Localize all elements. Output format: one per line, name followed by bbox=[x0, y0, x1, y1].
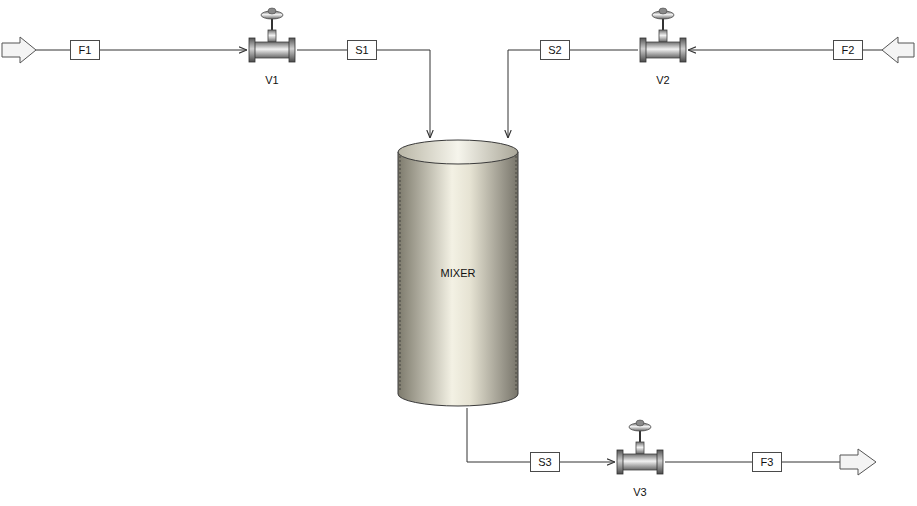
product-arrow bbox=[840, 449, 876, 475]
unit-label: MIXER bbox=[441, 267, 476, 279]
stream-line bbox=[570, 50, 638, 51]
tank-label-box: MIXER bbox=[396, 138, 520, 408]
valve-symbol bbox=[616, 417, 664, 479]
feed-arrow bbox=[882, 37, 914, 63]
stream-tag: F1 bbox=[70, 40, 100, 60]
stream-label: F3 bbox=[761, 456, 774, 468]
valve-label: V1 bbox=[265, 73, 278, 87]
control-valve: V3 bbox=[615, 417, 665, 499]
mixer-tank: MIXER bbox=[396, 138, 520, 408]
stream-label: S1 bbox=[355, 44, 368, 56]
stream-label: F1 bbox=[79, 44, 92, 56]
stream-tag: S3 bbox=[530, 452, 560, 472]
stream-line bbox=[508, 50, 540, 138]
valve-label: V2 bbox=[656, 73, 669, 87]
control-valve: V1 bbox=[247, 5, 297, 87]
valve-label: V3 bbox=[633, 485, 646, 499]
stream-line bbox=[560, 462, 615, 463]
stream-tag: S1 bbox=[347, 40, 377, 60]
stream-label: F2 bbox=[842, 44, 855, 56]
stream-line bbox=[688, 50, 833, 51]
stream-line bbox=[100, 50, 247, 51]
valve-symbol bbox=[248, 5, 296, 67]
valve-symbol bbox=[639, 5, 687, 67]
stream-label: S2 bbox=[548, 44, 561, 56]
stream-line bbox=[665, 462, 752, 463]
stream-line bbox=[467, 408, 530, 462]
stream-tag: F2 bbox=[833, 40, 863, 60]
control-valve: V2 bbox=[638, 5, 688, 87]
stream-line bbox=[297, 50, 347, 51]
stream-tag: F3 bbox=[752, 452, 782, 472]
feed-arrow bbox=[2, 37, 36, 63]
stream-label: S3 bbox=[538, 456, 551, 468]
stream-line bbox=[377, 50, 430, 138]
stream-tag: S2 bbox=[540, 40, 570, 60]
